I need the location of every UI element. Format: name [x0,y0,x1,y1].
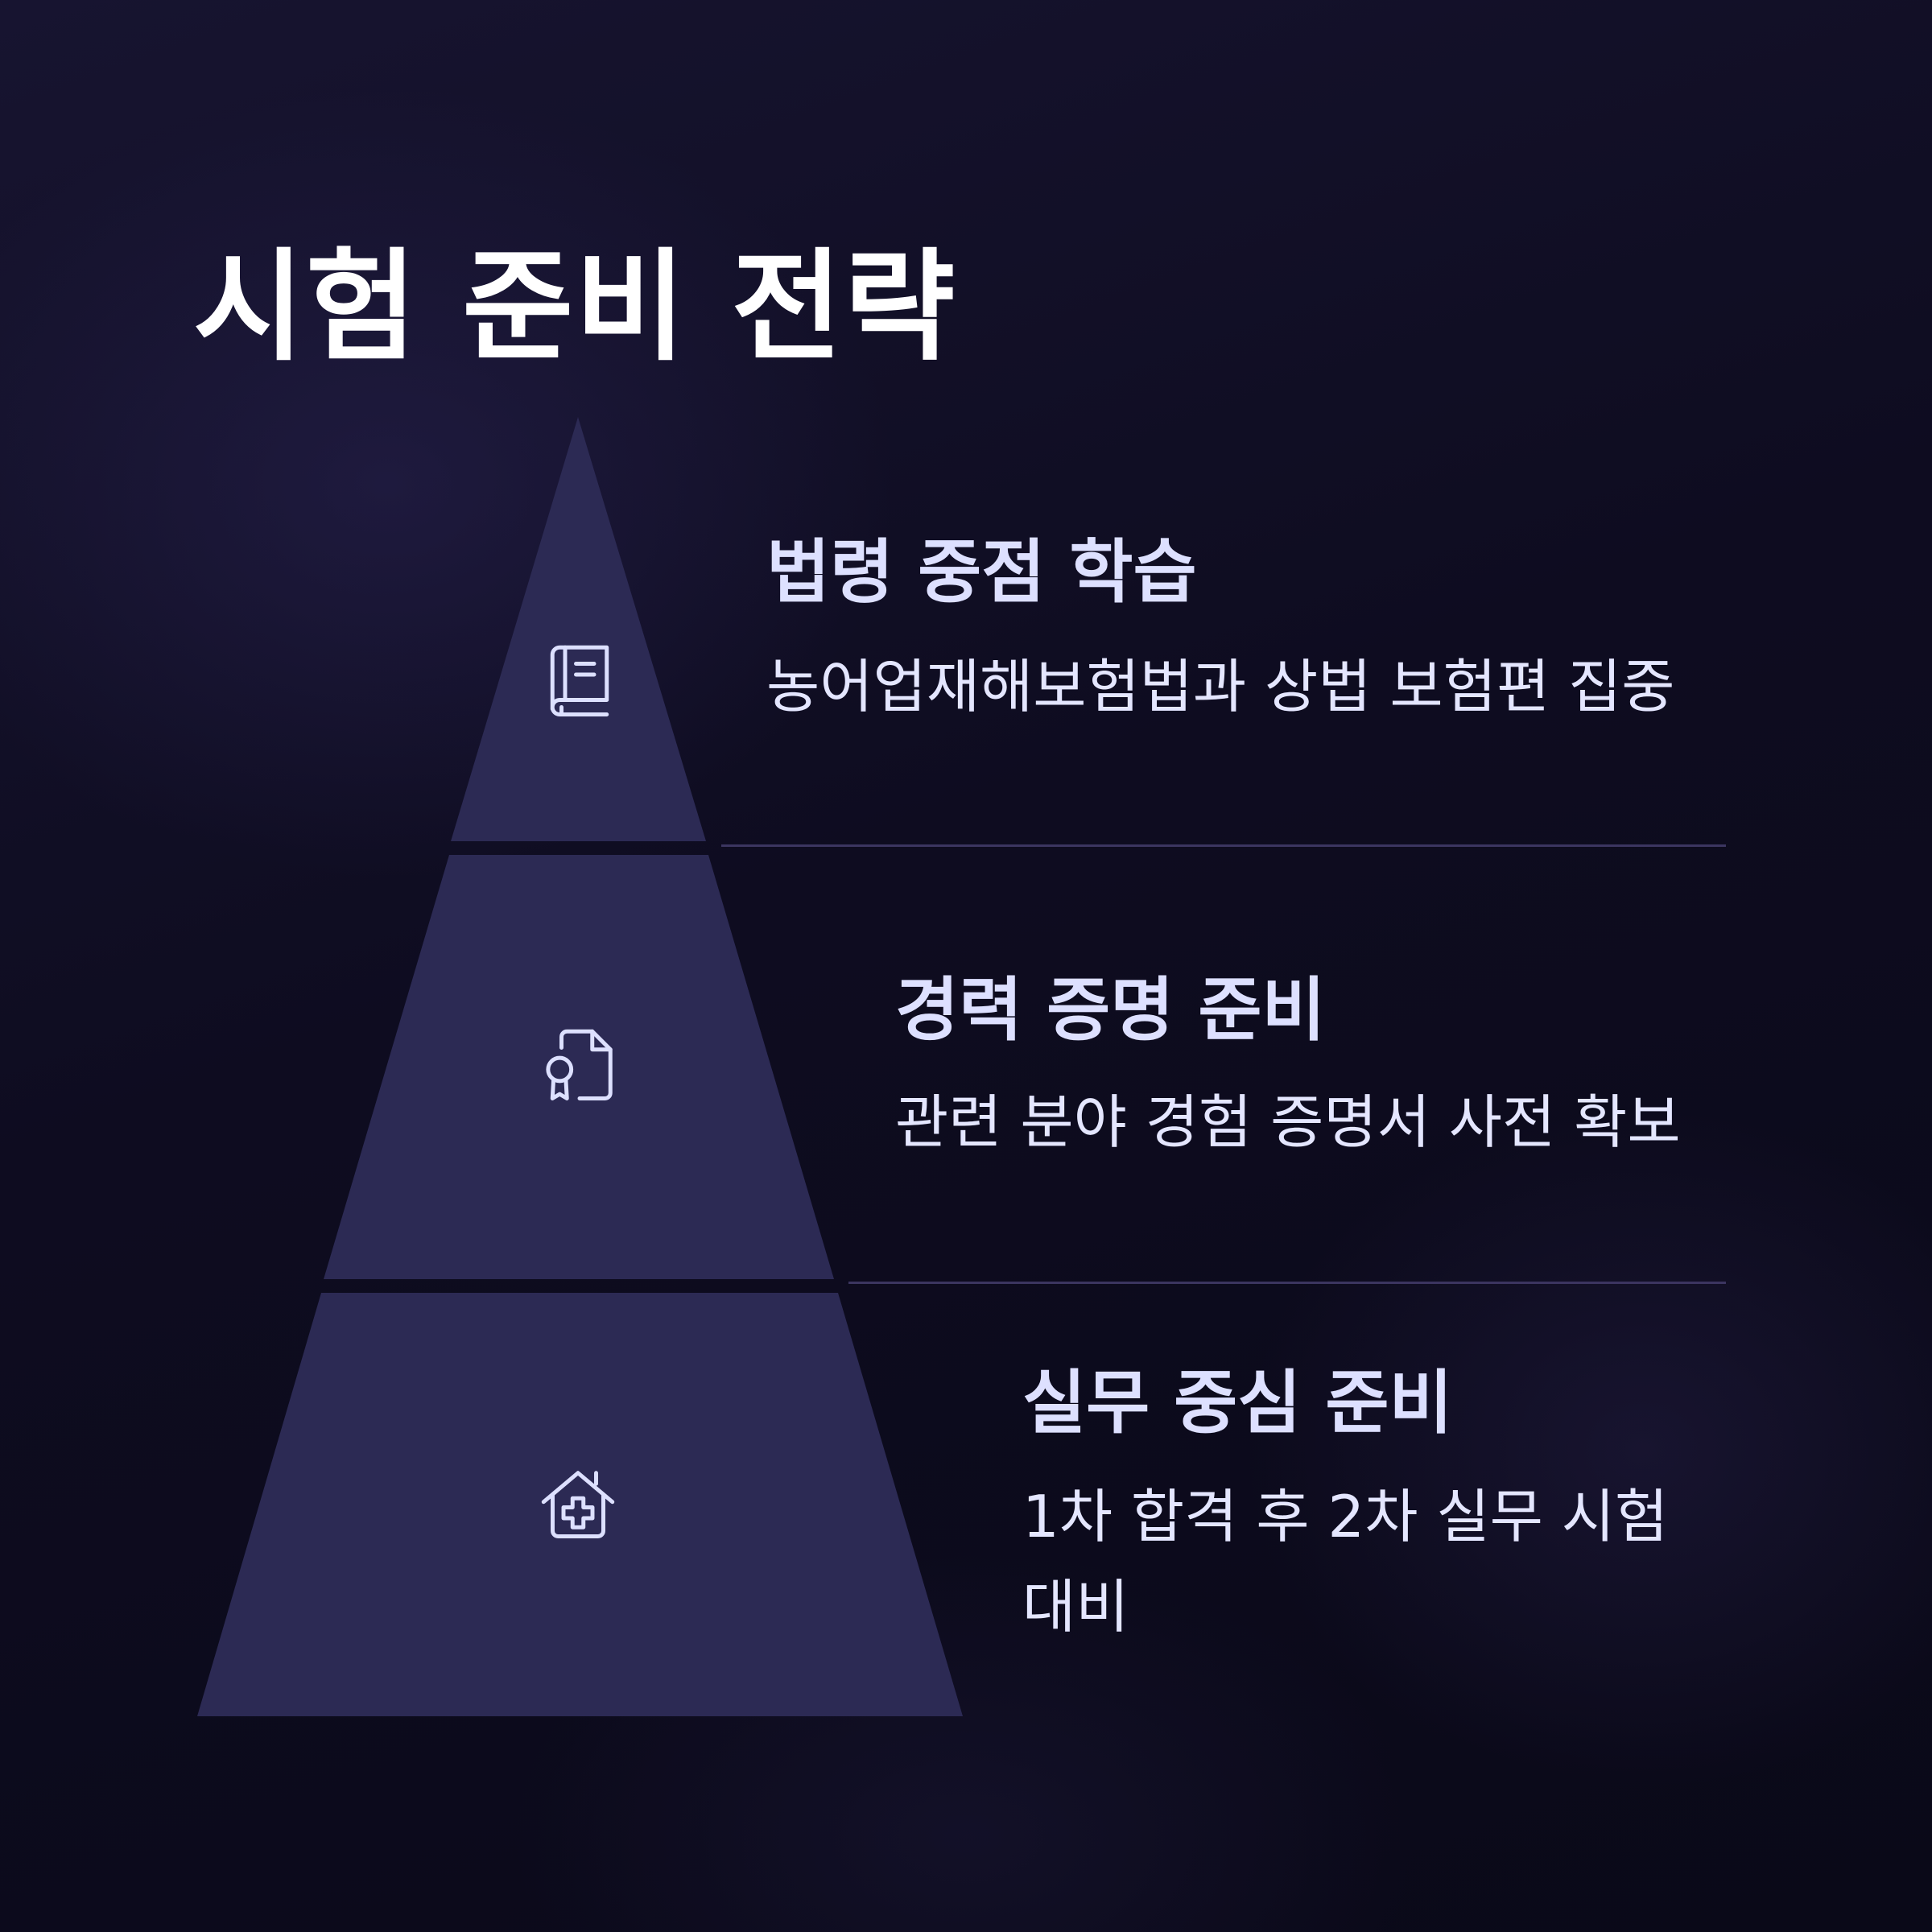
tier-3-label: 실무 중심 준비 [1022,1363,1453,1443]
tier-3-description: 1차 합격 후 2차 실무 시험 대비 [1022,1483,1669,1641]
divider-2 [848,1282,1726,1284]
tier-1-description: 농어업재해보험법과 상법 보험편 집중 [766,653,1675,720]
page-title: 시험 준비 전략 [193,237,957,378]
pyramid-tier-bottom [197,1293,963,1716]
tier-2-label: 경력 증명 준비 [895,970,1326,1051]
pyramid-tier-middle [324,855,834,1279]
tier-1-label: 법령 중점 학습 [766,532,1197,613]
certificate-document-icon [546,1029,613,1100]
house-medical-icon [541,1471,615,1538]
pyramid-tier-top [451,417,706,841]
divider-1 [721,844,1726,847]
tier-2-description: 관련 분야 경험 증명서 사전 확보 [895,1088,1681,1156]
book-icon [550,645,609,716]
